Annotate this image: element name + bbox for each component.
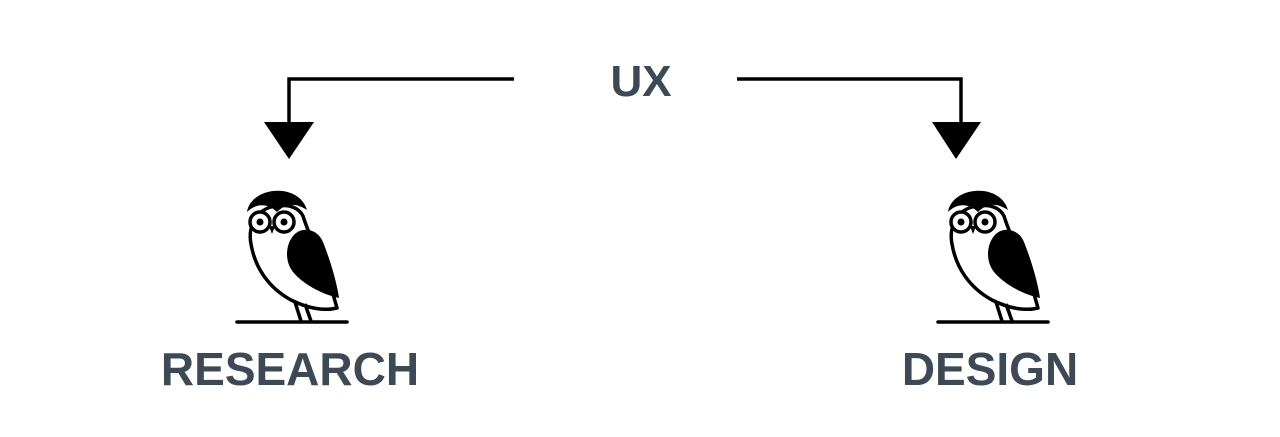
connector-left (287, 77, 514, 124)
arrowhead-right (932, 122, 981, 159)
arrowhead-left (264, 122, 314, 159)
branch-label-research: RESEARCH (161, 343, 419, 395)
root-label: UX (610, 57, 671, 106)
connector-right (737, 77, 963, 124)
owl-icon (936, 188, 1050, 324)
branch-label-design: DESIGN (902, 343, 1078, 395)
owl-icon (235, 188, 349, 324)
